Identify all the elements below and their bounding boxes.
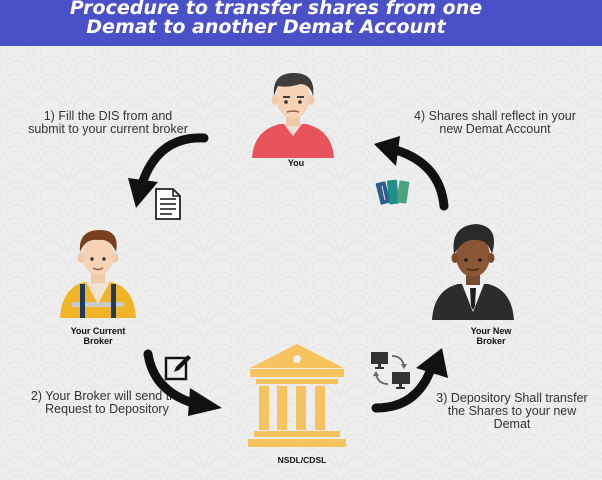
title-banner: Procedure to transfer shares from one De… <box>0 0 602 46</box>
person-new-broker-icon <box>432 224 514 320</box>
curved-arrow-icon <box>374 136 449 211</box>
title-line-2: Demat to another Demat Account <box>86 16 446 38</box>
depository-label: NSDL/CDSL <box>277 455 327 465</box>
bank-building-icon <box>248 344 346 447</box>
computers-sync-icon <box>371 352 410 389</box>
current-broker-label: Your Current Broker <box>70 326 126 346</box>
edit-icon <box>164 355 191 381</box>
title-line-1: Procedure to transfer shares from one <box>69 0 483 19</box>
person-current-broker-icon <box>60 230 136 318</box>
step-3-text: 3) Depository Shall transfer the Shares … <box>436 391 588 431</box>
step-2-text: 2) Your Broker will send the Request to … <box>30 389 184 416</box>
curved-arrow-icon <box>143 349 222 416</box>
curved-arrow-icon <box>371 348 448 413</box>
curved-arrow-icon <box>128 133 209 208</box>
books-icon <box>375 179 410 205</box>
new-broker-label: Your New Broker <box>470 326 512 346</box>
step-4-text: 4) Shares shall reflect in your new Dema… <box>414 109 576 136</box>
person-you-icon <box>252 72 334 158</box>
you-label: You <box>287 158 305 168</box>
step-1-text: 1) Fill the DIS from and submit to your … <box>28 109 188 136</box>
document-icon <box>155 188 181 220</box>
